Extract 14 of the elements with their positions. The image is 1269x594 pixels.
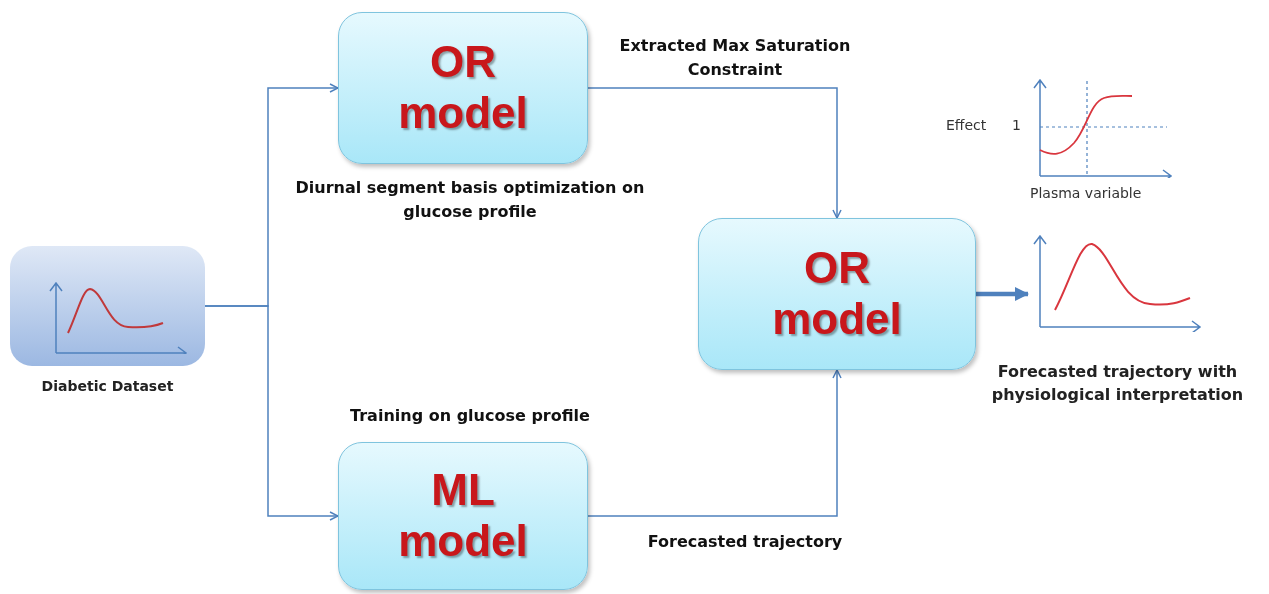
axis-label: 1 [1012,117,1021,133]
axis-label: Plasma variable [1030,185,1142,201]
step-caption: Training on glucose profile [349,405,591,427]
arrow [976,287,1029,301]
node-caption: Diabetic Dataset [40,378,175,394]
step-caption: Diurnal segment basis optimization on glucose profile [294,177,646,223]
model-title: ML model [397,465,529,567]
arrow [587,369,842,517]
node-caption: Forecasted trajectory with physiological interpretation [990,361,1245,407]
axis-label: Effect [946,117,987,133]
arrow [204,305,339,521]
model-title: OR model [771,243,903,345]
model-title: OR model [397,37,529,139]
arrow [587,87,842,219]
